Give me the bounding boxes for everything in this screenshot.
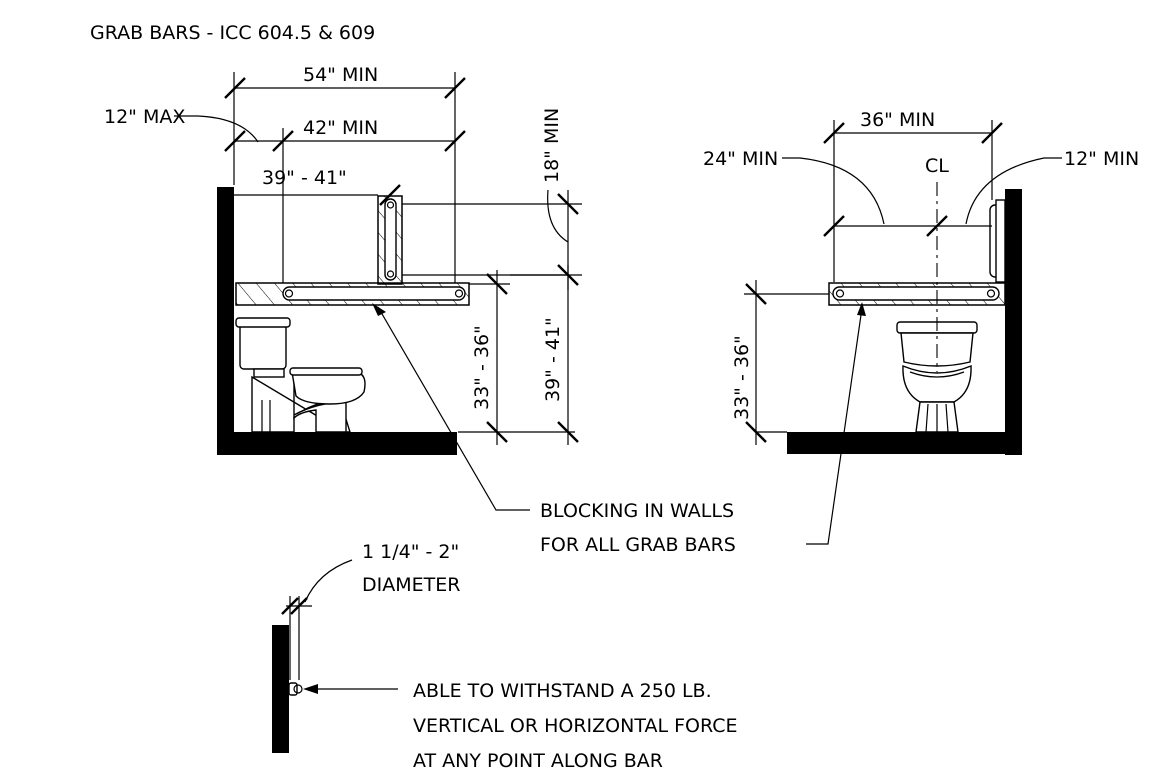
dim-12-max: 12" MAX bbox=[104, 106, 185, 128]
side-wall bbox=[217, 187, 234, 455]
diameter-label: DIAMETER bbox=[362, 574, 460, 596]
force-note-line-1: ABLE TO WITHSTAND A 250 LB. bbox=[413, 680, 712, 702]
diagram-title: GRAB BARS - ICC 604.5 & 609 bbox=[90, 22, 375, 44]
dim-18-min: 18" MIN bbox=[541, 108, 563, 183]
force-note-line-2: VERTICAL OR HORIZONTAL FORCE bbox=[413, 715, 738, 737]
dim-33-36-side: 33" - 36" bbox=[471, 325, 493, 410]
blocking-note-line-1: BLOCKING IN WALLS bbox=[540, 500, 734, 522]
diameter-value: 1 1/4" - 2" bbox=[362, 541, 459, 563]
side-floor bbox=[217, 432, 457, 455]
side-grab-bar bbox=[282, 286, 466, 301]
dim-39-41-horizontal: 39" - 41" bbox=[262, 167, 347, 189]
side-view: 54" MIN 42" MIN 12" MAX 39" - 41" 18" MI… bbox=[104, 64, 582, 511]
bar-detail: 1 1/4" - 2" DIAMETER ABLE TO WITHSTAND A… bbox=[272, 541, 738, 772]
centerline-label: CL bbox=[925, 155, 949, 177]
rear-floor bbox=[787, 432, 1022, 454]
rear-grab-bar bbox=[832, 286, 1000, 301]
dim-12-min: 12" MIN bbox=[1064, 148, 1139, 170]
dim-33-36-rear: 33" - 36" bbox=[731, 335, 753, 420]
dim-54-min: 54" MIN bbox=[303, 64, 378, 86]
force-note-line-3: AT ANY POINT ALONG BAR bbox=[413, 750, 663, 772]
side-vertical-grab-bar bbox=[384, 198, 397, 281]
dim-39-41-vertical: 39" - 41" bbox=[542, 317, 564, 402]
detail-wall bbox=[272, 625, 289, 753]
dim-24-min: 24" MIN bbox=[703, 148, 778, 170]
rear-wall bbox=[1005, 189, 1022, 455]
blocking-note-line-2: FOR ALL GRAB BARS bbox=[540, 534, 736, 556]
rear-view: CL 36" MIN 24" MIN 12" MIN 33" - 36" bbox=[703, 109, 1139, 545]
dim-42-min: 42" MIN bbox=[303, 117, 378, 139]
dim-36-min: 36" MIN bbox=[860, 109, 935, 131]
toilet-side-icon bbox=[235, 317, 366, 433]
